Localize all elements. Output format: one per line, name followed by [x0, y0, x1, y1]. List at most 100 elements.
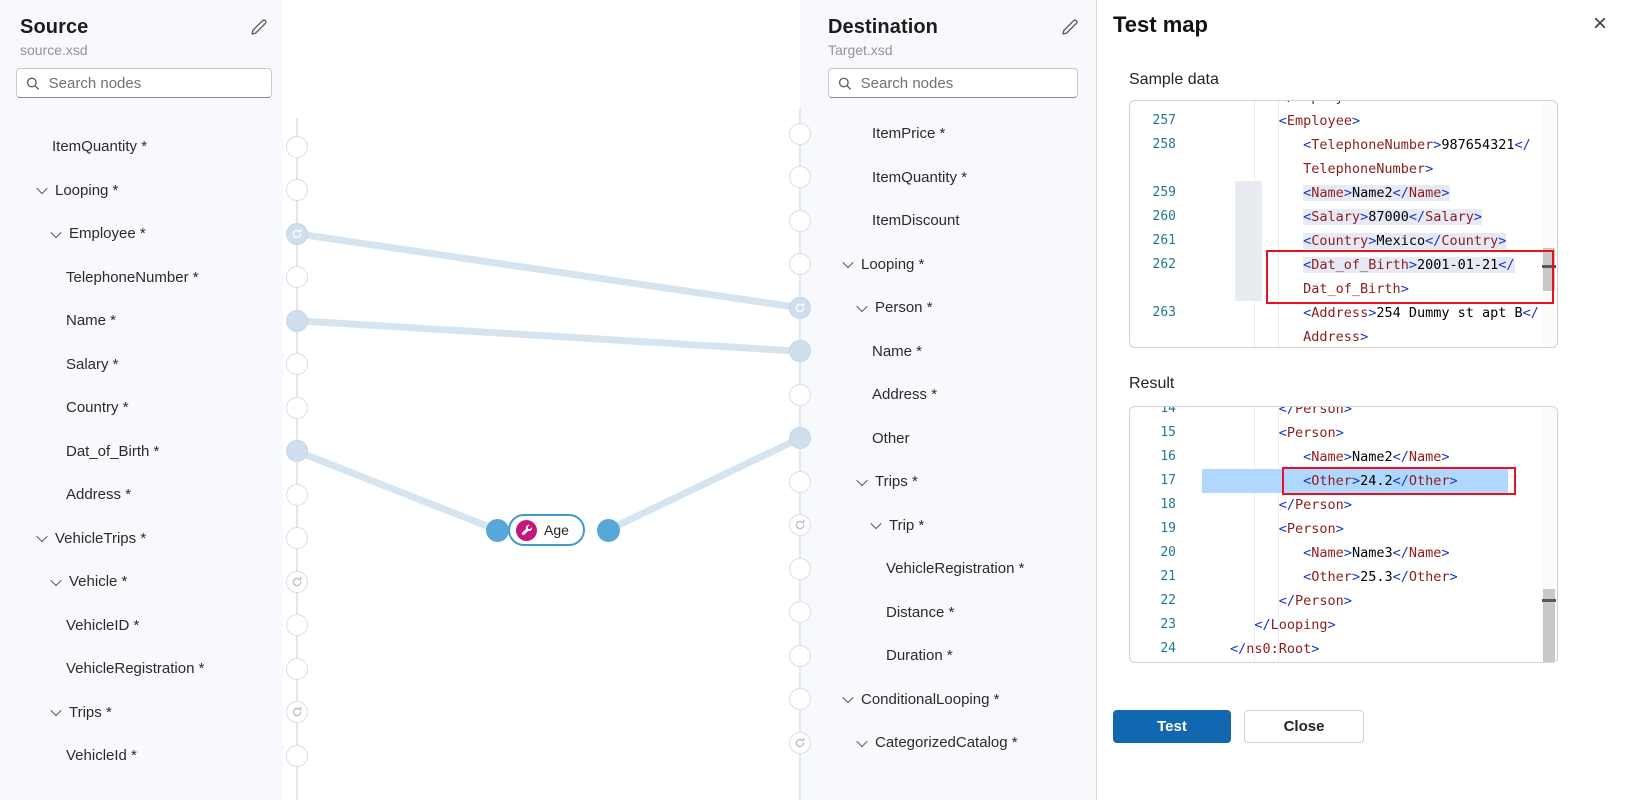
sample-scrollbar[interactable] — [1542, 102, 1556, 346]
scrollbar-thumb[interactable] — [1543, 248, 1555, 291]
edit-source-schema-button[interactable] — [247, 17, 269, 39]
edit-destination-schema-button[interactable] — [1058, 17, 1080, 39]
tree-node-itemquantity[interactable]: ItemQuantity * — [0, 125, 283, 169]
connection-handle[interactable] — [286, 483, 308, 506]
close-icon[interactable]: × — [1592, 10, 1607, 37]
connection-handle[interactable] — [286, 657, 308, 680]
tree-node-looping[interactable]: Looping * — [0, 169, 283, 213]
tree-node-telephonenumber[interactable]: TelephoneNumber * — [0, 256, 283, 300]
loop-handle[interactable] — [286, 701, 308, 724]
tree-node-looping[interactable]: Looping * — [800, 243, 1096, 287]
chevron-down-icon[interactable] — [856, 300, 868, 312]
connection-handle[interactable] — [789, 644, 811, 667]
connection-handle[interactable] — [286, 396, 308, 419]
connection-handle[interactable] — [789, 601, 811, 624]
tree-node-conditionallooping[interactable]: ConditionalLooping * — [800, 678, 1096, 722]
tree-node-vehicleregistration[interactable]: VehicleRegistration * — [800, 547, 1096, 591]
chevron-down-icon[interactable] — [870, 518, 882, 530]
chevron-down-icon[interactable] — [36, 183, 48, 195]
source-search-box[interactable] — [16, 68, 272, 98]
tree-node-trip[interactable]: Trip * — [800, 504, 1096, 548]
tree-node-vehicleregistration[interactable]: VehicleRegistration * — [0, 647, 283, 691]
result-code[interactable]: 14 </Person>15 <Person>16 <Name>Name2</N… — [1130, 407, 1542, 662]
function-output-handle[interactable] — [597, 519, 620, 542]
code-line: 14 </Person> — [1130, 407, 1542, 421]
function-node-age[interactable]: Age — [508, 514, 585, 546]
sample-data-code[interactable]: </Employee>257 <Employee>258 <TelephoneN… — [1130, 101, 1542, 347]
tree-node-vehicletrips[interactable]: VehicleTrips * — [0, 517, 283, 561]
connection-handle[interactable] — [789, 383, 811, 406]
loop-handle[interactable] — [789, 731, 811, 754]
connection-handle[interactable] — [286, 527, 308, 550]
sample-data-editor[interactable]: </Employee>257 <Employee>258 <TelephoneN… — [1129, 100, 1558, 348]
connection-handle[interactable] — [286, 135, 308, 158]
tree-node-name[interactable]: Name * — [0, 299, 283, 343]
tree-node-person[interactable]: Person * — [800, 286, 1096, 330]
scrollbar-thumb[interactable] — [1543, 589, 1555, 662]
connection-handle[interactable] — [286, 440, 308, 463]
tree-node-categorizedcatalog[interactable]: CategorizedCatalog * — [800, 721, 1096, 765]
connection-handle[interactable] — [286, 614, 308, 637]
chevron-down-icon[interactable] — [842, 692, 854, 704]
chevron-down-icon[interactable] — [50, 705, 62, 717]
loop-handle[interactable] — [286, 222, 308, 245]
connection-handle[interactable] — [789, 122, 811, 145]
tree-node-country[interactable]: Country * — [0, 386, 283, 430]
close-button[interactable]: Close — [1244, 710, 1364, 743]
source-search-input[interactable] — [46, 73, 262, 93]
connection-handle[interactable] — [789, 166, 811, 189]
destination-schema-filename: Target.xsd — [828, 42, 893, 58]
chevron-down-icon[interactable] — [50, 226, 62, 238]
tree-node-vehicleid[interactable]: VehicleId * — [0, 734, 283, 778]
tree-node-address[interactable]: Address * — [800, 373, 1096, 417]
connection-handle[interactable] — [789, 209, 811, 232]
tree-node-label: VehicleID * — [66, 616, 140, 634]
result-scrollbar[interactable] — [1542, 408, 1556, 662]
tree-node-distance[interactable]: Distance * — [800, 591, 1096, 635]
chevron-down-icon[interactable] — [856, 735, 868, 747]
destination-search-input[interactable] — [858, 73, 1068, 93]
tree-node-vehicle[interactable]: Vehicle * — [0, 560, 283, 604]
tree-node-itemprice[interactable]: ItemPrice * — [800, 112, 1096, 156]
highlight-range-band — [1235, 181, 1262, 301]
chevron-down-icon[interactable] — [36, 531, 48, 543]
loop-handle[interactable] — [286, 570, 308, 593]
tree-node-employee[interactable]: Employee * — [0, 212, 283, 256]
test-map-panel: Test map × Sample data </Employee>257 <E… — [1096, 0, 1630, 800]
connection-handle[interactable] — [286, 353, 308, 376]
function-input-handle[interactable] — [486, 519, 509, 542]
connection-handle[interactable] — [286, 744, 308, 767]
chevron-down-icon[interactable] — [856, 474, 868, 486]
tree-node-itemdiscount[interactable]: ItemDiscount — [800, 199, 1096, 243]
code-line: 22 </Person> — [1130, 589, 1542, 613]
tree-node-name[interactable]: Name * — [800, 330, 1096, 374]
test-button[interactable]: Test — [1113, 710, 1231, 743]
line-number: 15 — [1160, 425, 1176, 440]
destination-search-box[interactable] — [828, 68, 1078, 98]
chevron-down-icon[interactable] — [842, 257, 854, 269]
connection-handle[interactable] — [789, 688, 811, 711]
tree-node-vehicleid[interactable]: VehicleID * — [0, 604, 283, 648]
connection-handle[interactable] — [286, 179, 308, 202]
tree-node-duration[interactable]: Duration * — [800, 634, 1096, 678]
tree-node-label: Trips * — [875, 473, 918, 491]
tree-node-label: Trips * — [69, 703, 112, 721]
tree-node-label: Employee * — [69, 225, 146, 243]
source-panel-title: Source — [20, 16, 89, 38]
connection-handle[interactable] — [286, 309, 308, 332]
tree-node-salary[interactable]: Salary * — [0, 343, 283, 387]
tree-node-itemquantity[interactable]: ItemQuantity * — [800, 156, 1096, 200]
chevron-down-icon[interactable] — [50, 574, 62, 586]
tree-node-trips[interactable]: Trips * — [800, 460, 1096, 504]
connection-handle[interactable] — [789, 470, 811, 493]
result-editor[interactable]: 14 </Person>15 <Person>16 <Name>Name2</N… — [1129, 406, 1558, 663]
loop-handle[interactable] — [789, 296, 811, 319]
tree-node-address[interactable]: Address * — [0, 473, 283, 517]
tree-node-trips[interactable]: Trips * — [0, 691, 283, 735]
tree-node-dat-of-birth[interactable]: Dat_of_Birth * — [0, 430, 283, 474]
connection-handle[interactable] — [286, 266, 308, 289]
connection-handle[interactable] — [789, 557, 811, 580]
tree-node-other[interactable]: Other — [800, 417, 1096, 461]
code-line: 19 <Person> — [1130, 517, 1542, 541]
line-number: 261 — [1152, 233, 1176, 248]
